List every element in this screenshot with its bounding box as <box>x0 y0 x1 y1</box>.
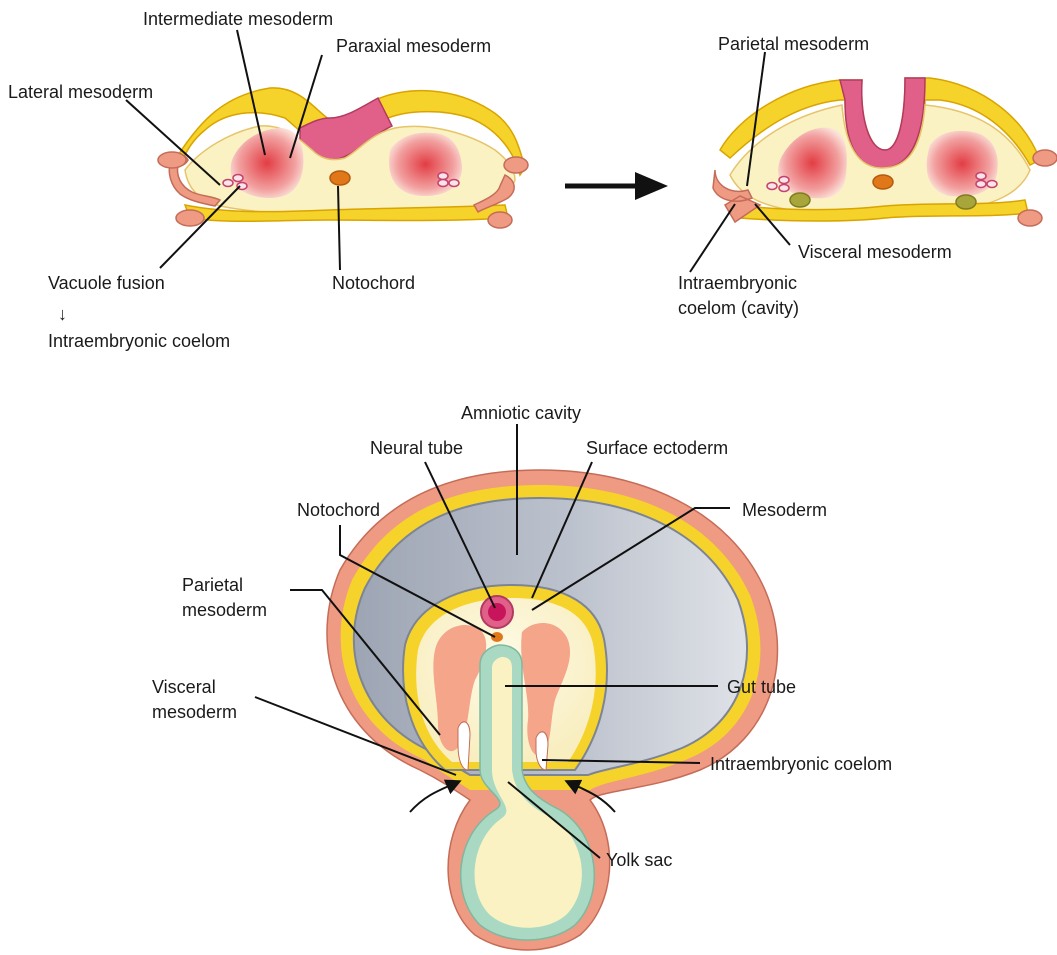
label-amniotic-cavity: Amniotic cavity <box>461 403 581 423</box>
label-visceral-bottom-line2: mesoderm <box>152 702 237 722</box>
label-coelom-cavity-line2: coelom (cavity) <box>678 298 799 318</box>
label-notochord-bottom: Notochord <box>297 500 380 520</box>
label-surface-ectoderm: Surface ectoderm <box>586 438 728 458</box>
label-visceral-mesoderm-top: Visceral mesoderm <box>798 242 952 262</box>
label-yolk-sac: Yolk sac <box>606 850 672 870</box>
label-intraembryonic-coelom-bottom: Intraembryonic coelom <box>710 754 892 774</box>
label-parietal-bottom-line2: mesoderm <box>182 600 267 620</box>
label-visceral-bottom-line1: Visceral <box>152 677 216 697</box>
label-gut-tube: Gut tube <box>727 677 796 697</box>
label-lateral-mesoderm: Lateral mesoderm <box>8 82 153 102</box>
label-paraxial-mesoderm: Paraxial mesoderm <box>336 36 491 56</box>
right-embryo-right-block <box>927 131 998 197</box>
transition-arrow <box>565 172 668 200</box>
label-notochord-top: Notochord <box>332 273 415 293</box>
notochord-top-right <box>873 175 893 189</box>
label-intraembryonic-coelom-left: Intraembryonic coelom <box>48 331 230 351</box>
left-yolk-stub <box>176 210 204 226</box>
label-parietal-bottom-line1: Parietal <box>182 575 243 595</box>
leader-coelom-top <box>690 204 735 272</box>
right-amnion-stub <box>504 157 528 173</box>
label-mesoderm: Mesoderm <box>742 500 827 520</box>
label-intermediate-mesoderm: Intermediate mesoderm <box>143 9 333 29</box>
notochord-bottom <box>491 632 503 642</box>
right-yolk-stub <box>488 212 512 228</box>
top-right-embryo: Parietal mesoderm Visceral mesoderm Intr… <box>678 34 1057 318</box>
olive-spot-right <box>956 195 976 209</box>
label-down-arrow: ↓ <box>58 304 67 324</box>
right-embryo-right-stub-top <box>1033 150 1057 166</box>
label-vacuole-fusion: Vacuole fusion <box>48 273 165 293</box>
label-coelom-cavity-line1: Intraembryonic <box>678 273 797 293</box>
bottom-embryo: Amniotic cavity Neural tube Surface ecto… <box>152 403 892 950</box>
left-amnion-stub <box>158 152 186 168</box>
olive-spot-left <box>790 193 810 207</box>
top-left-embryo: Intermediate mesoderm Paraxial mesoderm … <box>8 9 528 351</box>
neural-tube-core <box>488 603 506 621</box>
right-embryo-right-stub-bottom <box>1018 210 1042 226</box>
label-neural-tube: Neural tube <box>370 438 463 458</box>
label-parietal-mesoderm-top: Parietal mesoderm <box>718 34 869 54</box>
notochord-top-left <box>330 171 350 185</box>
